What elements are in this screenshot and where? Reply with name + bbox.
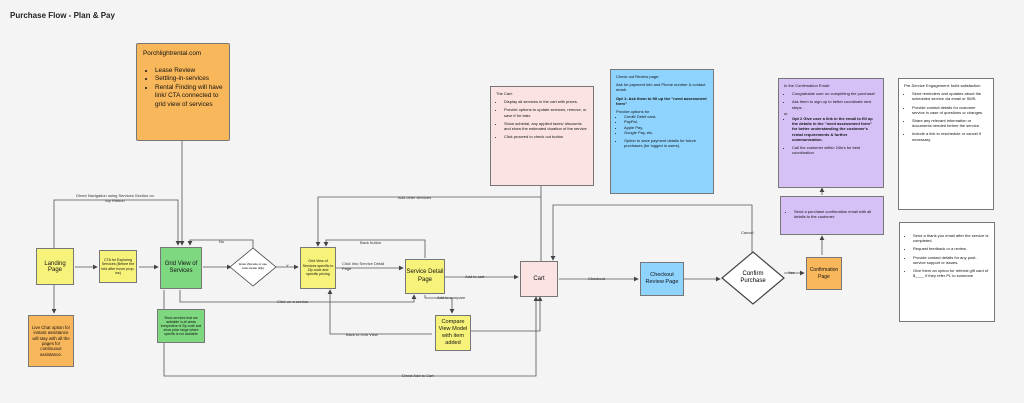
edge-label-click-service: Click on a service	[277, 299, 309, 304]
edge-label-back-button: Back button	[360, 240, 382, 245]
post-service-card: Send a thank you email after the service…	[899, 222, 995, 322]
grid-view-node[interactable]: Grid View of Services	[160, 247, 202, 289]
cta-exploring-node[interactable]: CTA for Exploring Services (Before the f…	[99, 250, 137, 283]
edge-label-add-other: Add other services	[398, 195, 432, 200]
decision-label[interactable]: Enter Zipcode or use Auto-locate (Zip)	[239, 262, 267, 270]
confirm-email-item: Congratulate user on completing the purc…	[792, 91, 878, 96]
checkout-info-card: Check out Review page: Ask for payment i…	[610, 69, 714, 194]
edge-label-no: No	[219, 239, 225, 244]
grid-zip-node[interactable]: Grid View of Services specific to Zip co…	[300, 247, 336, 289]
edge-back-button	[323, 239, 426, 258]
porchlight-card: Porchlightrental.com Lease Review Settli…	[136, 43, 230, 141]
landing-page-node[interactable]: Landing Page	[36, 248, 74, 285]
cart-card-item: Provide options to update services, remo…	[504, 107, 588, 117]
post-service-item: Give them an option for referral gift ca…	[913, 268, 989, 278]
checkout-payment-option: Google Pay, etc.	[624, 130, 708, 135]
purchase-email-card: Send a purchase confirmation email with …	[780, 196, 884, 235]
checkout-save-option: Option to save payment details for futur…	[624, 138, 708, 148]
confirm-email-or: or	[784, 110, 788, 116]
edge-label-add-compare: Add to compare	[437, 295, 466, 300]
cart-card-item: Show subtotal, any applied taxes/ discou…	[504, 121, 588, 131]
edge-cancel	[550, 204, 753, 261]
confirm-email-opt2: Opt 2 Give user a link in the email to f…	[792, 116, 878, 142]
edge-label-text: Direct Navigation using Services Section…	[76, 193, 154, 203]
cart-info-card: The Cart: Display all services in the ca…	[490, 86, 594, 186]
checkout-card-heading: Check out Review page:	[616, 74, 660, 79]
edge-click-service	[179, 290, 417, 303]
live-chat-note: Live Chat option for instant assistance …	[28, 315, 74, 367]
post-service-item: Request feedback or a review.	[913, 246, 989, 251]
edge-label-y: Y	[286, 263, 289, 268]
post-service-item: Provide contact details for any post-ser…	[913, 255, 989, 265]
porch-item: Rental Finding will have link/ CTA conne…	[155, 84, 223, 110]
porchlight-heading: Porchlightrental.com	[143, 50, 202, 57]
compare-node[interactable]: Compare View Model with item added	[435, 315, 471, 351]
cart-card-heading: The Cart:	[496, 91, 513, 96]
cart-card-item: Display all services in the cart with pr…	[504, 99, 588, 104]
confirm-diamond	[721, 251, 785, 305]
edge-add-other	[315, 196, 542, 262]
edge-label-back-grid: Back to Grid View	[346, 332, 378, 337]
cart-card-item: Click proceed to check out button	[504, 134, 588, 139]
pre-service-item: Send reminders and updates about the sch…	[912, 91, 988, 101]
edge-decision-no	[187, 239, 254, 248]
checkout-review-node[interactable]: Checkout Review Page	[640, 262, 684, 296]
checkout-card-opt1: Opt 1: Ask them to fill up the "need ass…	[616, 95, 707, 106]
checkout-card-text: Provide options for	[616, 109, 650, 115]
confirm-purchase-label[interactable]: Confirm Purchase	[740, 270, 766, 285]
porch-item: Settling-in-services	[155, 75, 223, 84]
confirmation-page-node[interactable]: Confirmation Page	[806, 257, 842, 290]
pre-service-item: Provide contact details for customer ser…	[912, 105, 988, 115]
pre-service-heading: Pre-Service Engagement: build satisfacti…	[904, 83, 981, 88]
pre-service-card: Pre-Service Engagement: build satisfacti…	[898, 78, 994, 210]
edge-add-compare	[424, 295, 455, 314]
edge-label-add-to-cart: Add to cart	[465, 274, 485, 279]
edge-label-click-into: Click Into Service Detail Page	[342, 261, 385, 271]
edge-label-yes: Yes	[788, 270, 795, 275]
edge-label-direct-nav: Direct Navigation using Services Section…	[76, 193, 154, 203]
checkout-card-text: Ask for payment info and Phone number & …	[616, 82, 706, 93]
porch-item: Lease Review	[155, 67, 223, 76]
confirmation-email-card: In the Confirmation Email: Congratulate …	[778, 78, 884, 188]
cart-node[interactable]: Cart	[520, 261, 558, 297]
edge-label-checkout: Checkout	[588, 276, 605, 281]
confirm-email-heading: In the Confirmation Email:	[784, 83, 831, 88]
pre-service-item: Share any relevant information or docume…	[912, 118, 988, 128]
availability-note: Show services that are available in all …	[157, 309, 205, 343]
edge-label-cancel: Cancel	[741, 230, 754, 235]
purchase-email-item: Send a purchase confirmation email with …	[794, 209, 878, 219]
service-detail-node[interactable]: Service Detail Page	[405, 259, 445, 294]
checkout-payment-option: PayPal,	[624, 119, 708, 124]
edge-direct-nav	[53, 199, 181, 248]
page-title: Purchase Flow - Plan & Pay	[10, 11, 115, 20]
checkout-payment-option: Credit/ Debit card,	[624, 114, 708, 119]
edge-label-direct-add: Direct Add to Cart	[402, 373, 434, 378]
checkout-payment-option: Apple Pay,	[624, 125, 708, 130]
post-service-item: Send a thank you email after the service…	[913, 233, 989, 243]
edge-back-grid-view	[327, 289, 432, 335]
confirm-email-call: Call the customer within 24hrs for best …	[792, 145, 878, 155]
edge-compare-cart	[470, 296, 543, 332]
decision-diamond	[229, 247, 277, 287]
pre-service-item: Include a link to reschedule or cancel i…	[912, 131, 988, 141]
confirm-email-item: Ask them to sign up to better coordinate…	[792, 99, 878, 109]
